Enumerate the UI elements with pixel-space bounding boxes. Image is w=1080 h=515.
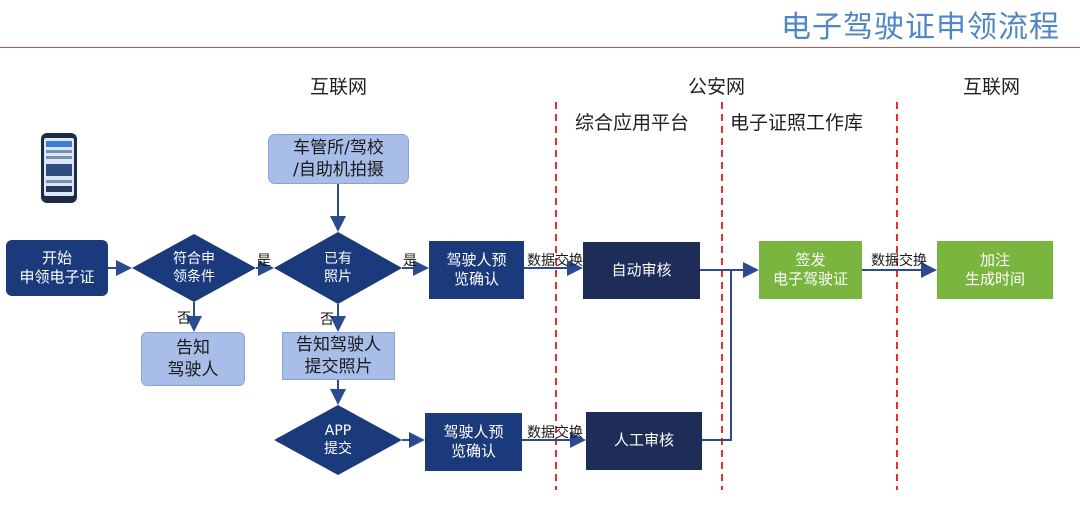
auto-review-node: 自动审核 (583, 242, 700, 299)
zone-integrated-platform: 综合应用平台 (575, 112, 690, 134)
title-underline (0, 47, 1080, 48)
qualify-decision: 符合申 领条件 (173, 250, 215, 285)
notify-driver-node: 告知 驾驶人 (141, 332, 245, 386)
data-exchange-label-3: 数据交换 (871, 253, 927, 269)
data-exchange-label-1: 数据交换 (527, 253, 583, 269)
preview-confirm-bottom: 驾驶人预 览确认 (425, 413, 522, 471)
manual-review-node: 人工审核 (586, 412, 702, 470)
photo-source-node: 车管所/驾校 /自助机拍摄 (268, 134, 409, 184)
phone-app-icon (41, 133, 77, 203)
preview-confirm-top: 驾驶人预 览确认 (429, 241, 524, 299)
yes-label-1: 是 (257, 253, 271, 269)
has-photo-decision: 已有 照片 (324, 250, 352, 285)
yes-label-2: 是 (403, 253, 417, 269)
zone-police-net: 公安网 (688, 76, 746, 98)
annotate-time-node: 加注 生成时间 (937, 241, 1053, 299)
data-exchange-label-2: 数据交换 (527, 425, 583, 441)
qualify-diamond (132, 234, 256, 302)
no-label-1: 否 (177, 311, 191, 327)
no-label-2: 否 (320, 312, 334, 328)
app-submit-decision: APP 提交 (324, 422, 352, 457)
has-photo-diamond (274, 232, 402, 304)
issue-license-node: 签发 电子驾驶证 (759, 241, 862, 299)
zone-internet-right: 互联网 (963, 76, 1021, 98)
start-node: 开始 申领电子证 (6, 240, 108, 296)
page-title: 电子驾驶证申领流程 (781, 10, 1060, 45)
notify-submit-node: 告知驾驶人 提交照片 (282, 332, 395, 380)
app-submit-diamond (274, 405, 402, 475)
zone-internet-left: 互联网 (310, 76, 368, 98)
zone-e-license-library: 电子证照工作库 (730, 112, 864, 134)
